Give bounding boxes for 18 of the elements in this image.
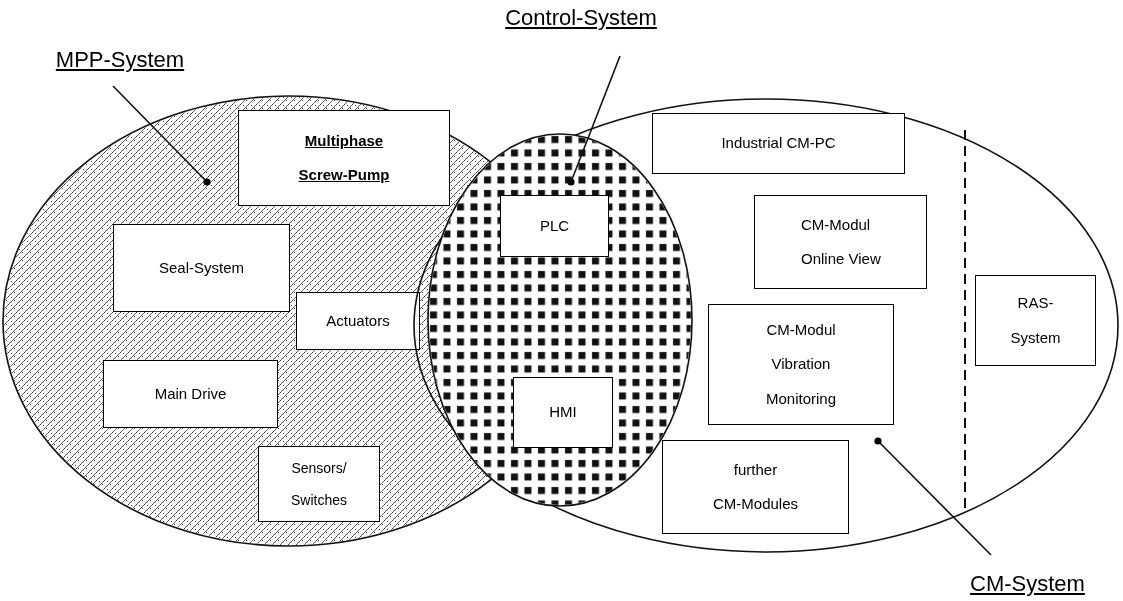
component-box: CM-Modul Online View — [754, 195, 927, 289]
component-box: RAS-System — [975, 275, 1096, 366]
component-box: Seal-System — [113, 224, 290, 312]
component-box: PLC — [500, 195, 609, 257]
leader-line — [567, 55, 621, 186]
component-box: Industrial CM-PC — [652, 113, 905, 174]
component-box: Main Drive — [103, 360, 278, 428]
leader-line — [112, 85, 211, 186]
component-box: Multiphase Screw-Pump — [238, 110, 450, 206]
component-box: further CM-Modules — [662, 440, 849, 534]
component-box: CM-Modul Vibration Monitoring — [708, 304, 894, 425]
callout-label: MPP-System — [55, 45, 185, 74]
callout-label: Control-System — [505, 3, 657, 32]
component-box: Actuators — [296, 292, 420, 350]
component-box: HMI — [513, 377, 613, 448]
callout-label: CM-System — [970, 569, 1085, 598]
leader-line — [874, 437, 992, 556]
component-box: Sensors/Switches — [258, 446, 380, 522]
